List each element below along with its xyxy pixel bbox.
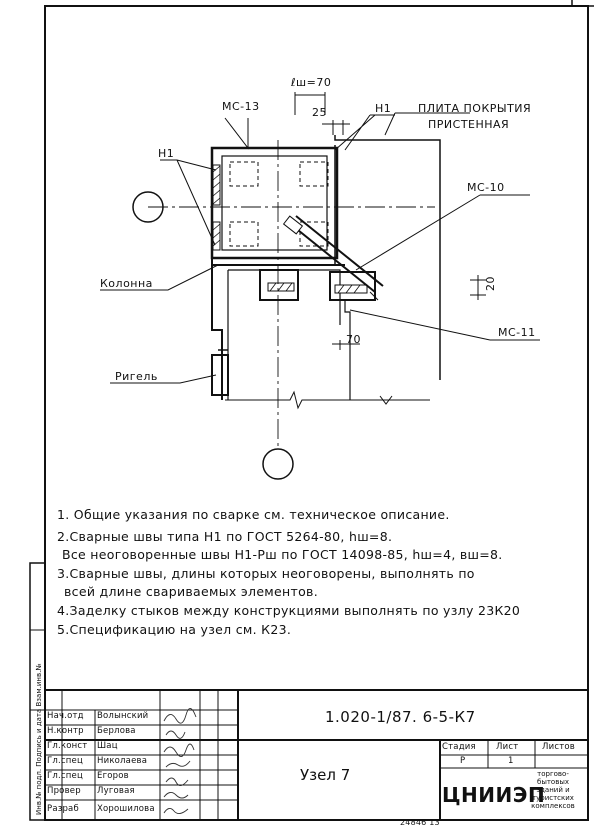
label-plate-2: ПРИСТЕННАЯ (428, 118, 509, 131)
org-desc-line-2: бытовых (537, 778, 569, 786)
name-3: Николаева (97, 756, 148, 766)
name-5: Луговая (97, 786, 135, 796)
side-stamp (29, 562, 46, 821)
name-0: Волынский (97, 711, 149, 721)
note-2-continued: Все неоговоренные швы Н1-Рш по ГОСТ 1409… (62, 547, 503, 562)
sheets-header: Листов (542, 742, 575, 752)
label-n1-top: Н1 (375, 102, 391, 115)
drawing-code: 1.020-1/87. 6-5-К7 (325, 708, 476, 726)
org-desc-line-5: комплексов (531, 802, 575, 810)
role-4: Гл.спец (47, 771, 83, 781)
name-4: Егоров (97, 771, 129, 781)
role-6: Разраб (47, 804, 79, 814)
note-3: 3.Сварные швы, длины которых неоговорены… (57, 566, 475, 581)
bottom-number: 24846 13 (400, 818, 440, 827)
role-1: Н.контр (47, 726, 84, 736)
label-plate: ПЛИТА ПОКРЫТИЯ (418, 102, 531, 115)
sheet-value: 1 (508, 756, 514, 766)
node-drawing (100, 92, 540, 480)
label-dim-25: 25 (312, 106, 327, 119)
label-mc13: МС-13 (222, 100, 260, 113)
title-block-grid (45, 689, 588, 820)
label-mc11: МС-11 (498, 326, 536, 339)
role-5: Провер (47, 786, 81, 796)
note-1: 1. Общие указания по сварке см. техничес… (57, 507, 450, 522)
label-n1-left: Н1 (158, 147, 174, 160)
org-desc-line-1: торгово- (537, 770, 569, 778)
stage-value: Р (460, 756, 466, 766)
org-description: торгово- бытовых зданий и туристских ком… (518, 770, 588, 810)
note-3-continued: всей длине свариваемых элементов. (64, 584, 318, 599)
stage-header: Стадия (442, 742, 476, 752)
sheet-frame (44, 5, 589, 821)
label-riegel: Ригель (115, 370, 158, 383)
org-desc-line-4: туристских (532, 794, 574, 802)
role-2: Гл.конст (47, 741, 88, 751)
role-0: Нач.отд (47, 711, 84, 721)
sheet-header: Лист (496, 742, 519, 752)
note-4: 4.Заделку стыков между конструкциями вып… (57, 603, 521, 618)
label-dim-70: 70 (346, 333, 361, 346)
org-desc-line-3: зданий и (536, 786, 570, 794)
label-dim-20: 20 (484, 276, 497, 291)
name-1: Берлова (97, 726, 136, 736)
note-5: 5.Спецификацию на узел см. К23. (57, 622, 292, 637)
org-logo: ЦНИИЭП (442, 783, 546, 807)
label-lsh: ℓш=70 (290, 76, 331, 89)
name-6: Хорошилова (97, 804, 155, 814)
label-mc10: МС-10 (467, 181, 505, 194)
label-column: Колонна (100, 277, 153, 290)
name-2: Шац (97, 741, 118, 751)
signatures (163, 708, 197, 814)
side-stamp-text: Инв.№ подл. Подпись и дата Взам.инв.№ (35, 663, 43, 815)
role-3: Гл.спец (47, 756, 83, 766)
drawing-title: Узел 7 (300, 766, 351, 784)
note-2: 2.Сварные швы типа Н1 по ГОСТ 5264-80, h… (57, 529, 393, 544)
